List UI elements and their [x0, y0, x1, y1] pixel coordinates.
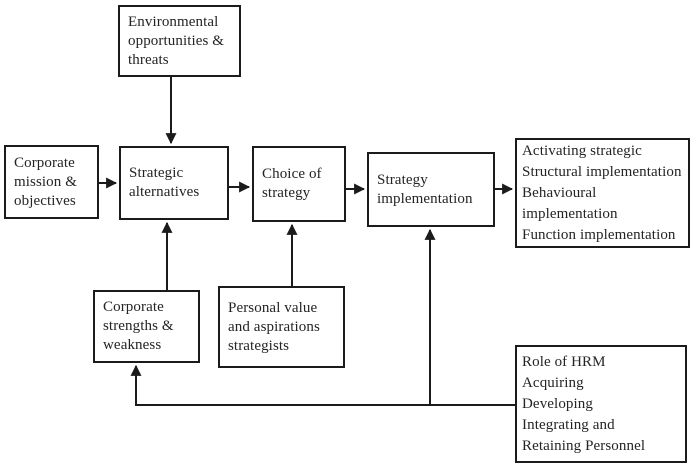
arrow-hrm-to-strengths	[130, 364, 515, 406]
